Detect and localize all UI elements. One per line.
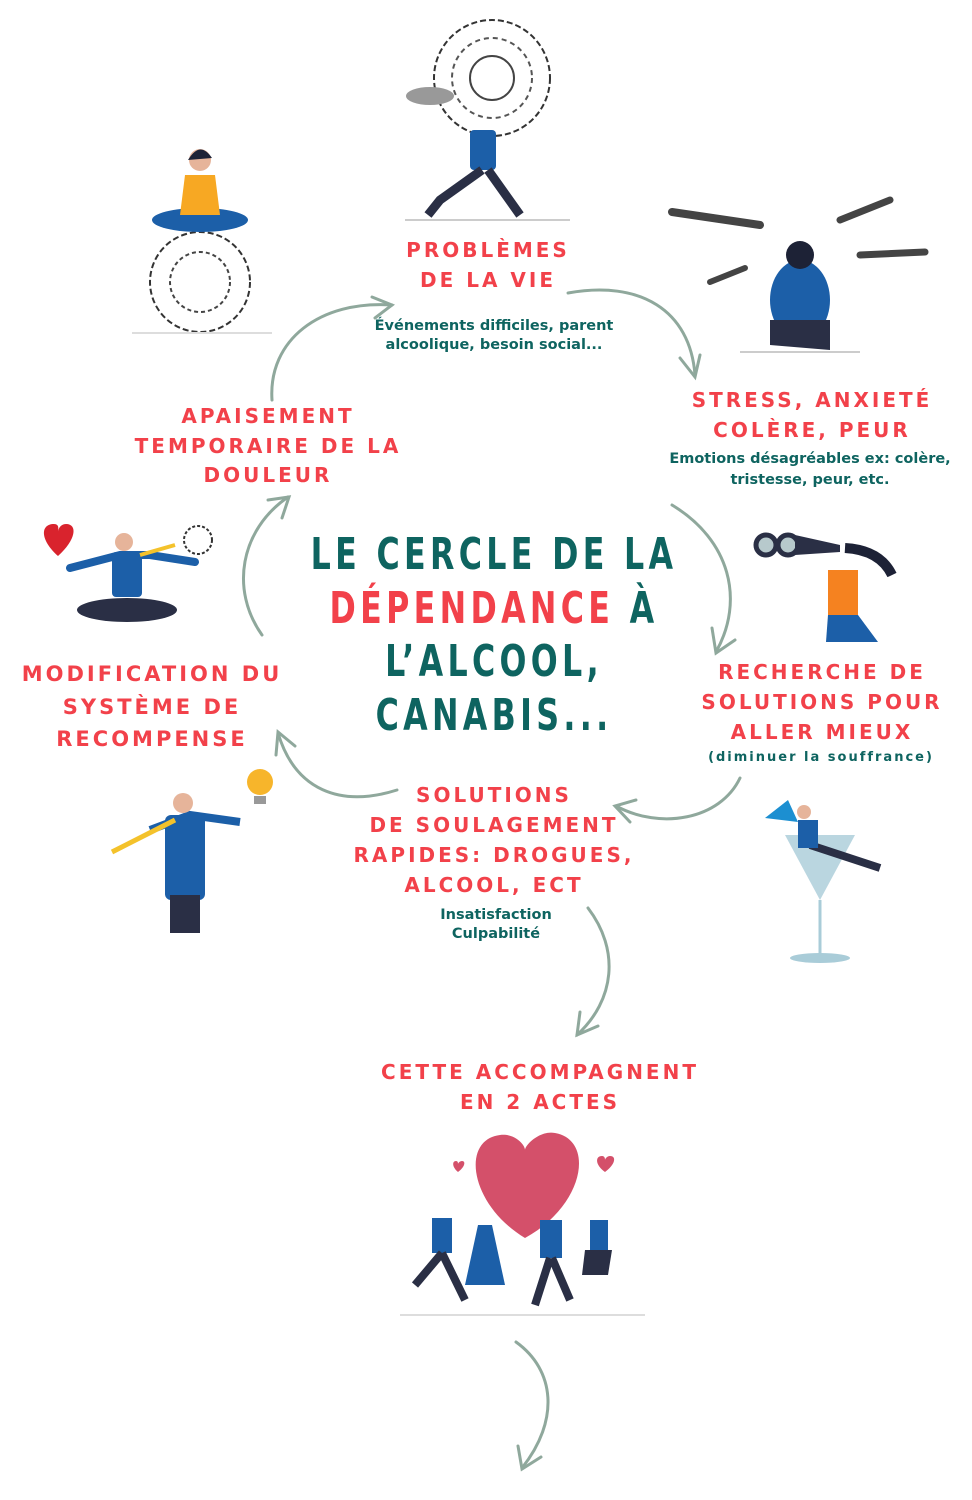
- title-line-2-rest: À: [614, 582, 659, 634]
- step-solutions-description: Insatisfaction Culpabilité: [440, 906, 552, 944]
- team-with-heart-illustration: [400, 1132, 645, 1316]
- heading-line: RECOMPENSE: [56, 727, 248, 751]
- title-line-1: LE CERCLE DE LA: [310, 529, 678, 580]
- man-in-cocktail-glass-illustration: [765, 800, 882, 963]
- arrow-recherche-to-solutions: [614, 776, 742, 821]
- heading-line: COLÈRE, PEUR: [713, 418, 911, 442]
- arrow-accompagnement-down: [514, 1340, 550, 1470]
- man-meditating-heart-illustration: [43, 524, 213, 622]
- step-solutions-heading: SOLUTIONS DE SOULAGEMENT RAPIDES: DROGUE…: [354, 780, 635, 900]
- heading-line: MODIFICATION DU: [21, 662, 283, 686]
- step-problemes-heading: PROBLÈMES DE LA VIE: [406, 235, 570, 295]
- arrow-stress-to-recherche: [670, 503, 732, 654]
- man-carrying-tangle-illustration: [405, 19, 570, 221]
- title-line-4: CANABIS...: [375, 689, 613, 741]
- description-line: Culpabilité: [451, 926, 541, 942]
- description-line: Insatisfaction: [440, 907, 552, 923]
- description-line: tristesse, peur, etc.: [730, 472, 890, 488]
- step-apaisement-heading: APAISEMENT TEMPORAIRE DE LA DOULEUR: [135, 402, 402, 491]
- heading-line: SOLUTIONS: [416, 783, 572, 807]
- arrow-head: [678, 353, 702, 381]
- step-recherche-heading: RECHERCHE DE SOLUTIONS POUR ALLER MIEUX: [701, 657, 942, 747]
- heading-line: TEMPORAIRE DE LA: [134, 433, 402, 458]
- arrow-head: [710, 626, 737, 656]
- heading-line: SYSTÈME DE: [62, 694, 242, 719]
- heading-line: DE LA VIE: [420, 268, 556, 292]
- arrow-solutions-to-modification: [276, 731, 399, 799]
- diagram-title: LE CERCLE DE LA DÉPENDANCE À L’ALCOOL, C…: [239, 528, 748, 742]
- step-stress-heading: STRESS, ANXIETÉ COLÈRE, PEUR: [692, 385, 933, 445]
- title-line-2: DÉPENDANCE À: [311, 582, 678, 636]
- heading-line: ALCOOL, ECT: [404, 873, 584, 897]
- woman-meditating-on-tangle-illustration: [132, 149, 272, 334]
- arrow-head: [516, 1444, 543, 1472]
- arrow-head: [370, 295, 396, 320]
- arrow-apaisement-to-problemes: [270, 303, 394, 402]
- description-line: alcoolique, besoin social...: [385, 337, 603, 353]
- arrow-head: [266, 495, 292, 520]
- heading-line: SOLUTIONS POUR: [701, 690, 943, 714]
- arrow-modification-to-apaisement: [242, 495, 290, 637]
- step-recherche-description: (diminuer la souffrance): [708, 750, 934, 765]
- heading-line: RECHERCHE DE: [718, 660, 926, 684]
- step-stress-description: Emotions désagréables ex: colère, triste…: [669, 449, 950, 491]
- title-highlight: DÉPENDANCE: [329, 582, 615, 634]
- heading-line: PROBLÈMES: [406, 238, 570, 262]
- heading-line: RAPIDES: DROGUES,: [353, 843, 635, 867]
- step-problemes-description: Événements difficiles, parent alcoolique…: [375, 317, 614, 355]
- heading-line: DOULEUR: [203, 463, 333, 487]
- woman-with-binoculars-illustration: [753, 532, 897, 642]
- heading-line: APAISEMENT: [181, 404, 355, 428]
- heading-line: ALLER MIEUX: [730, 720, 914, 744]
- description-line: Événements difficiles, parent: [374, 318, 614, 334]
- arrow-head: [274, 729, 297, 757]
- arrow-head: [575, 1010, 600, 1038]
- step-accompagnement-heading: CETTE ACCOMPAGNENT EN 2 ACTES: [381, 1057, 699, 1117]
- heading-line: STRESS, ANXIETÉ: [691, 388, 933, 412]
- title-line-3: L’ALCOOL,: [385, 636, 603, 687]
- man-with-lightbulb-illustration: [110, 769, 273, 933]
- sad-woman-with-hands-illustration: [668, 196, 929, 353]
- heading-line: EN 2 ACTES: [459, 1090, 621, 1114]
- heading-line: CETTE ACCOMPAGNENT: [381, 1060, 699, 1084]
- heading-line: DE SOULAGEMENT: [369, 813, 619, 837]
- arrow-head: [612, 798, 638, 824]
- description-line: Emotions désagréables ex: colère,: [669, 451, 951, 467]
- step-modification-heading: MODIFICATION DU SYSTÈME DE RECOMPENSE: [22, 658, 283, 756]
- arrow-solutions-to-accompagnement: [575, 906, 611, 1037]
- arrow-problemes-to-stress: [566, 288, 697, 377]
